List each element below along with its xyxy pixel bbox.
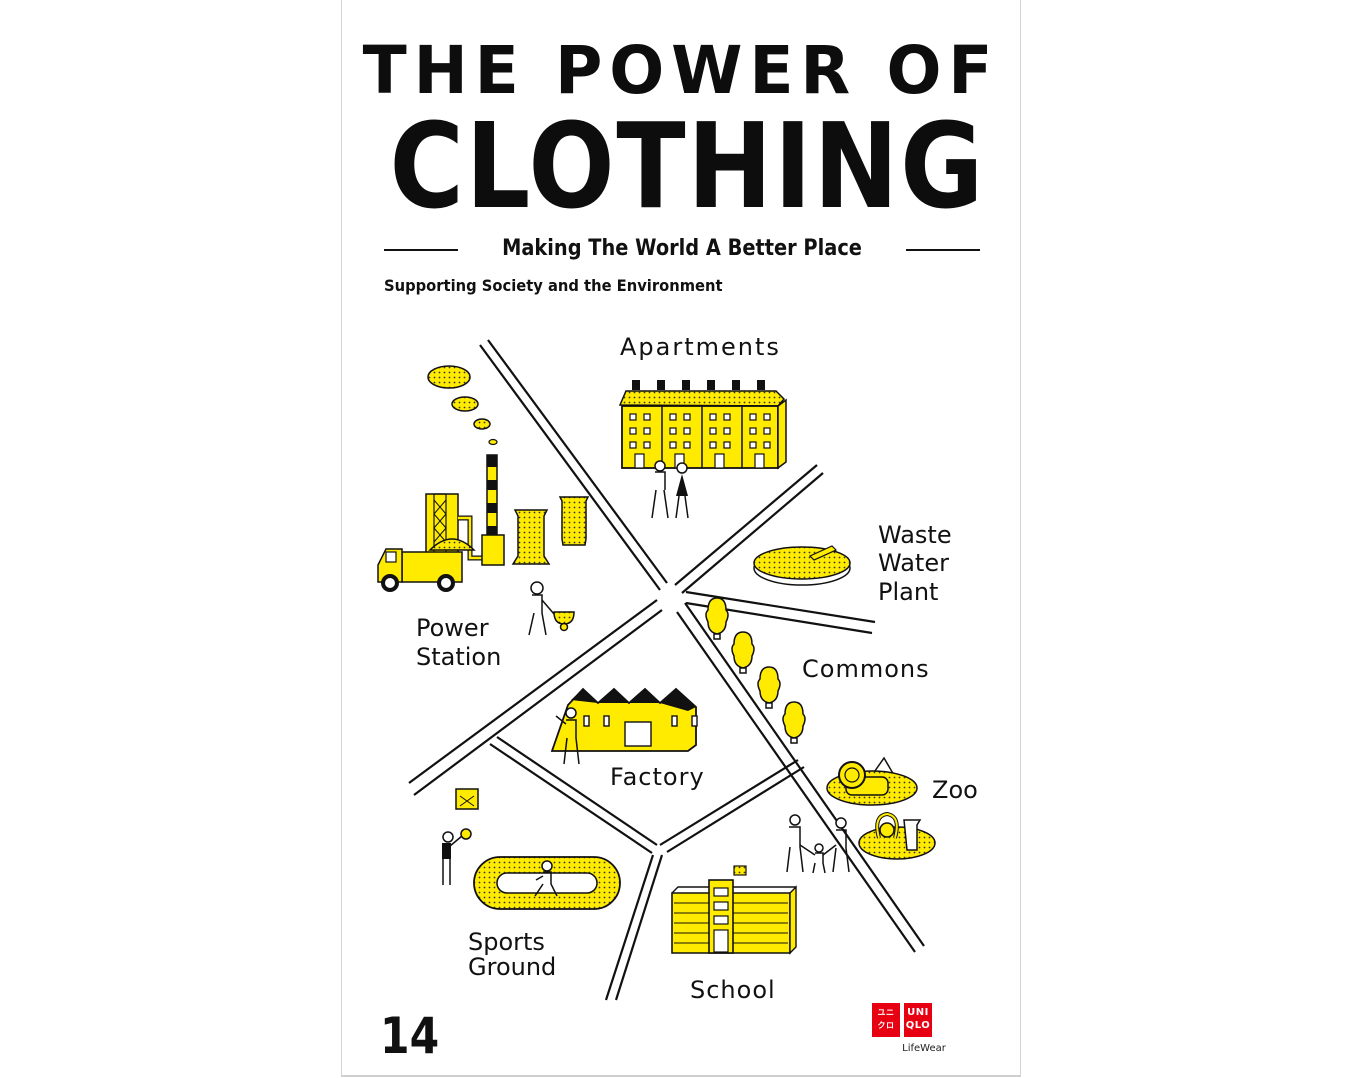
power-station-illustration: [377, 365, 590, 636]
zoo-label: Zoo: [932, 776, 978, 804]
subtitle: Making The World A Better Place: [502, 236, 862, 261]
title-line-2: CLOTHING: [389, 97, 986, 235]
city-map-illustration: Power Station Apartments: [377, 333, 978, 1004]
waste-water-plant-label-3: Plant: [878, 578, 938, 606]
sports-ground-label-2: Ground: [468, 953, 556, 981]
waste-water-plant-illustration: [753, 545, 851, 586]
school-label: School: [690, 976, 776, 1004]
power-station-label: Power: [416, 614, 489, 642]
sports-ground-illustration: [442, 788, 621, 910]
waste-water-plant-label: Waste: [878, 521, 952, 549]
logo-line-1: UNI: [907, 1007, 929, 1018]
uniqlo-latin-logo-box: UNI QLO: [904, 1003, 932, 1037]
factory-illustration: [550, 687, 698, 765]
subtitle-row: Making The World A Better Place: [384, 234, 980, 264]
tagline: Supporting Society and the Environment: [384, 276, 723, 295]
roads: [408, 339, 925, 1001]
power-station-label-2: Station: [416, 643, 501, 671]
magazine-cover-page: THE POWER OF CLOTHING Making The World A…: [341, 0, 1021, 1077]
commons-trees-illustration: [705, 597, 806, 744]
school-illustration: [671, 865, 797, 955]
lifewear-tagline: LifeWear: [902, 1043, 946, 1054]
waste-water-plant-label-2: Water: [878, 549, 949, 577]
commons-label: Commons: [802, 655, 930, 683]
apartments-illustration: [618, 380, 787, 519]
katakana-text: ユニ クロ: [877, 1008, 895, 1030]
zoo-illustration: [826, 756, 936, 860]
title-line-1: THE POWER OF: [362, 32, 1000, 109]
uniqlo-katakana-logo-box: ユニ クロ: [872, 1003, 900, 1037]
sports-ground-label: Sports: [468, 928, 545, 956]
logo-line-2: QLO: [905, 1020, 931, 1031]
right-rule-divider: [906, 249, 980, 251]
apartments-label: Apartments: [620, 333, 781, 361]
factory-label: Factory: [610, 763, 705, 791]
left-rule-divider: [384, 249, 458, 251]
page-number: 14: [380, 1007, 440, 1065]
family-illustration: [786, 814, 850, 874]
